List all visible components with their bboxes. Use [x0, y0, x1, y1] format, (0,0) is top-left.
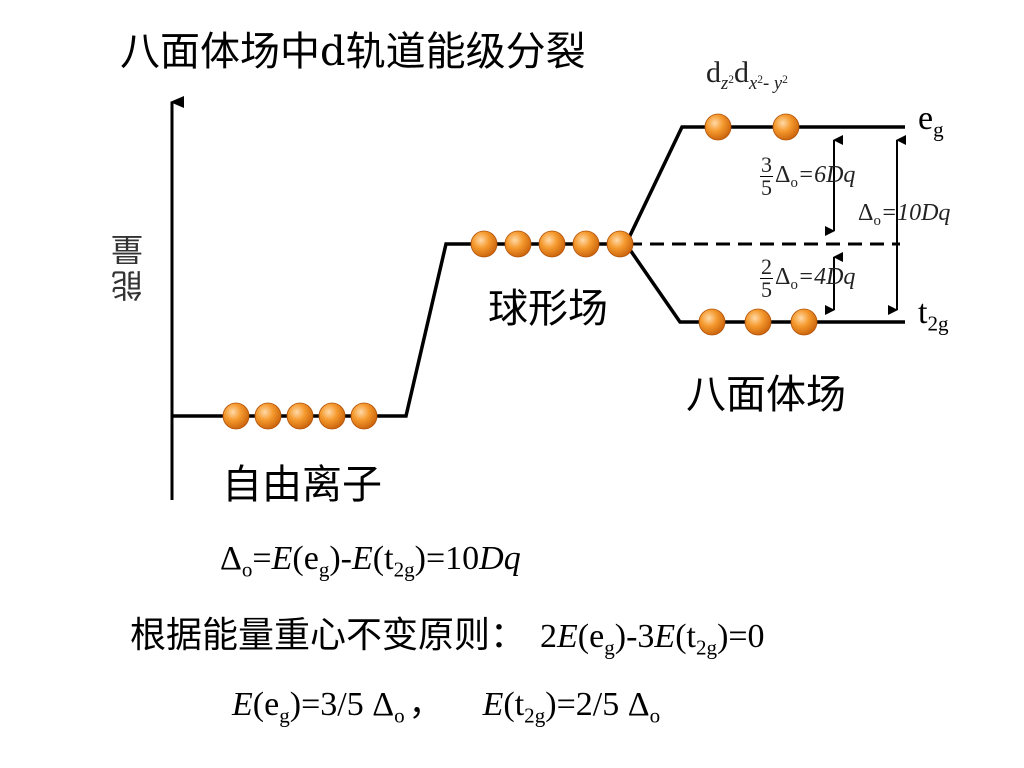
- level-path-t2g: [624, 243, 905, 324]
- free-ion-orbitals: [222, 402, 378, 430]
- energy-axis-label: 能量: [110, 230, 148, 302]
- t2g-label: t2g: [918, 294, 949, 336]
- free-ion-orbital: [254, 402, 282, 430]
- eg-orbitals: [704, 113, 800, 141]
- spherical-orbital: [470, 230, 498, 258]
- eg-orbital: [704, 113, 732, 141]
- spherical-orbital: [504, 230, 532, 258]
- eg-orbital: [772, 113, 800, 141]
- t2g-orbital: [790, 308, 818, 336]
- level-path-eg: [624, 125, 905, 245]
- t2g-orbitals: [698, 308, 818, 336]
- t2g-orbital: [698, 308, 726, 336]
- total-split-annotation: Δo=10Dq: [858, 200, 951, 230]
- spherical-field-orbitals: [470, 230, 634, 258]
- spherical-orbital: [538, 230, 566, 258]
- eg-orbital-names: dz2dx2- y2: [706, 56, 788, 94]
- free-ion-orbital: [318, 402, 346, 430]
- spherical-orbital: [572, 230, 600, 258]
- spherical-orbital: [606, 230, 634, 258]
- eg-label: eg: [918, 100, 944, 142]
- free-ion-orbital: [222, 402, 250, 430]
- free-ion-orbital: [286, 402, 314, 430]
- free-ion-orbital: [350, 402, 378, 430]
- equation-barycenter: 根据能量重心不变原则：2E(eg)-3E(t2g)=0: [130, 615, 765, 660]
- equation-delta: Δo=E(eg)-E(t2g)=10Dq: [220, 540, 521, 582]
- octahedral-field-label: 八面体场: [686, 372, 846, 418]
- t2g-orbital: [744, 308, 772, 336]
- free-ion-label: 自由离子: [222, 462, 382, 508]
- equation-results: E(eg)=3/5 Δo，E(t2g)=2/5 Δo: [232, 686, 661, 728]
- spherical-field-label: 球形场: [488, 286, 608, 332]
- page-title: 八面体场中d轨道能级分裂: [120, 29, 586, 75]
